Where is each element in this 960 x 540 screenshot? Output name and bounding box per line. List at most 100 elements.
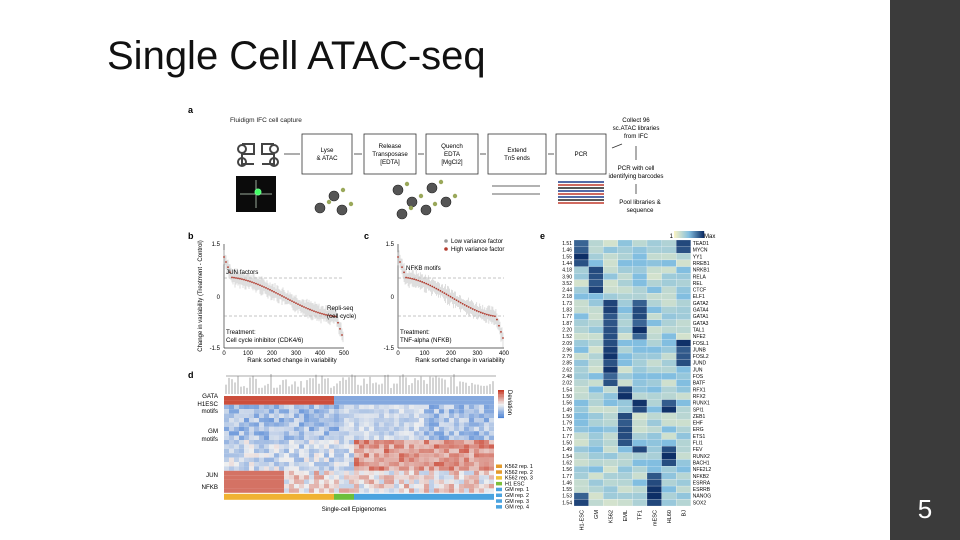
heatmap-cell bbox=[404, 413, 409, 418]
heatmap-cell bbox=[319, 413, 324, 418]
heatmap-cell bbox=[632, 352, 648, 360]
variance-point bbox=[315, 310, 317, 313]
heatmap-cell bbox=[384, 426, 389, 432]
heatmap-cell bbox=[249, 444, 254, 449]
heatmap-cell bbox=[389, 418, 394, 423]
heatmap-cell bbox=[339, 466, 344, 471]
heatmap-cell bbox=[414, 422, 419, 427]
heatmap-cell bbox=[254, 466, 259, 471]
row-value: 1.51 bbox=[562, 241, 572, 247]
heatmap-cell bbox=[359, 448, 364, 454]
heatmap-cell bbox=[229, 440, 234, 445]
heatmap-cell bbox=[676, 432, 691, 440]
heatmap-cell bbox=[254, 418, 259, 423]
heatmap-cell bbox=[389, 435, 394, 440]
heatmap-cell bbox=[676, 452, 691, 460]
heatmap-cell bbox=[289, 479, 294, 484]
heatmap-cell bbox=[459, 413, 464, 418]
heatmap-cell bbox=[603, 352, 618, 360]
heatmap-cell bbox=[259, 479, 264, 484]
heatmap-cell bbox=[244, 479, 249, 484]
cell-type-bar bbox=[369, 493, 374, 500]
heatmap-cell bbox=[294, 470, 299, 476]
heatmap-cell bbox=[429, 444, 434, 449]
heatmap-cell bbox=[379, 422, 384, 427]
row-value: 1.77 bbox=[562, 314, 572, 320]
heatmap-cell bbox=[404, 431, 409, 436]
heatmap-cell bbox=[603, 259, 618, 267]
transposase-bead-icon bbox=[440, 196, 452, 208]
heatmap-cell bbox=[284, 475, 289, 480]
heatmap-cell bbox=[304, 409, 309, 414]
heatmap-cell bbox=[479, 475, 484, 480]
heatmap-cell bbox=[484, 475, 489, 480]
heatmap-cell bbox=[434, 435, 439, 440]
heatmap-cell bbox=[249, 404, 254, 410]
column-label: mESC bbox=[652, 510, 658, 526]
cell-type-bar bbox=[249, 493, 254, 500]
cell-type-bar bbox=[274, 493, 279, 500]
heatmap-cell bbox=[424, 413, 429, 418]
heatmap-cell bbox=[379, 479, 384, 484]
heatmap-cell bbox=[254, 444, 259, 449]
heatmap-cell bbox=[249, 466, 254, 471]
heatmap-cell bbox=[419, 475, 424, 480]
heatmap-cell bbox=[269, 431, 274, 436]
cell-type-bar bbox=[324, 493, 329, 500]
panel-d-row-label: GM bbox=[208, 428, 218, 435]
heatmap-cell bbox=[419, 484, 424, 489]
variance-point bbox=[293, 301, 295, 304]
heatmap-cell bbox=[409, 435, 414, 440]
variance-point bbox=[413, 278, 416, 281]
colorbar-segment bbox=[498, 416, 504, 419]
heatmap-cell bbox=[369, 413, 374, 418]
heatmap-cell bbox=[264, 444, 269, 449]
heatmap-cell bbox=[573, 366, 589, 374]
row-value: 1.49 bbox=[562, 447, 572, 453]
heatmap-cell bbox=[474, 453, 479, 458]
heatmap-cell bbox=[274, 418, 279, 423]
heatmap-cell bbox=[484, 462, 489, 467]
cell-type-bar bbox=[304, 493, 309, 500]
heatmap-cell bbox=[676, 372, 691, 380]
variance-point bbox=[283, 296, 285, 298]
heatmap-cell bbox=[632, 485, 648, 493]
heatmap-cell bbox=[439, 440, 444, 445]
heatmap-cell bbox=[676, 499, 691, 507]
heatmap-cell bbox=[329, 426, 334, 432]
heatmap-cell bbox=[439, 413, 444, 418]
heatmap-cell bbox=[309, 400, 314, 405]
heatmap-cell bbox=[354, 426, 359, 432]
x-tick-label: 200 bbox=[446, 351, 457, 357]
heatmap-cell bbox=[389, 462, 394, 467]
row-name: RREB1 bbox=[693, 261, 710, 267]
heatmap-cell bbox=[661, 392, 677, 400]
heatmap-cell bbox=[359, 413, 364, 418]
heatmap-cell bbox=[324, 409, 329, 414]
collect-line-2: sc.ATAC libraries bbox=[613, 125, 660, 132]
heatmap-cell bbox=[244, 426, 249, 432]
workflow-step-box bbox=[301, 133, 353, 175]
heatmap-cell bbox=[234, 422, 239, 427]
cell-type-bar bbox=[439, 493, 444, 500]
heatmap-cell bbox=[479, 404, 484, 410]
heatmap-cell bbox=[603, 466, 618, 473]
heatmap-cell bbox=[224, 440, 229, 445]
heatmap-cell bbox=[384, 422, 389, 427]
heatmap-cell bbox=[269, 457, 274, 462]
heatmap-cell bbox=[399, 418, 404, 423]
heatmap-cell bbox=[329, 440, 334, 445]
heatmap-cell bbox=[289, 404, 294, 410]
heatmap-cell bbox=[603, 472, 618, 480]
heatmap-cell bbox=[374, 418, 379, 423]
heatmap-cell bbox=[314, 462, 319, 467]
heatmap-cell bbox=[314, 440, 319, 445]
heatmap-cell bbox=[234, 418, 239, 423]
workflow-step-text: Release bbox=[379, 143, 402, 150]
workflow-step-box bbox=[487, 133, 547, 175]
heatmap-cell bbox=[389, 422, 394, 427]
cell-type-bar bbox=[364, 493, 369, 500]
heatmap-cell bbox=[394, 457, 399, 462]
heatmap-cell bbox=[379, 404, 384, 410]
heatmap-cell bbox=[384, 431, 389, 436]
